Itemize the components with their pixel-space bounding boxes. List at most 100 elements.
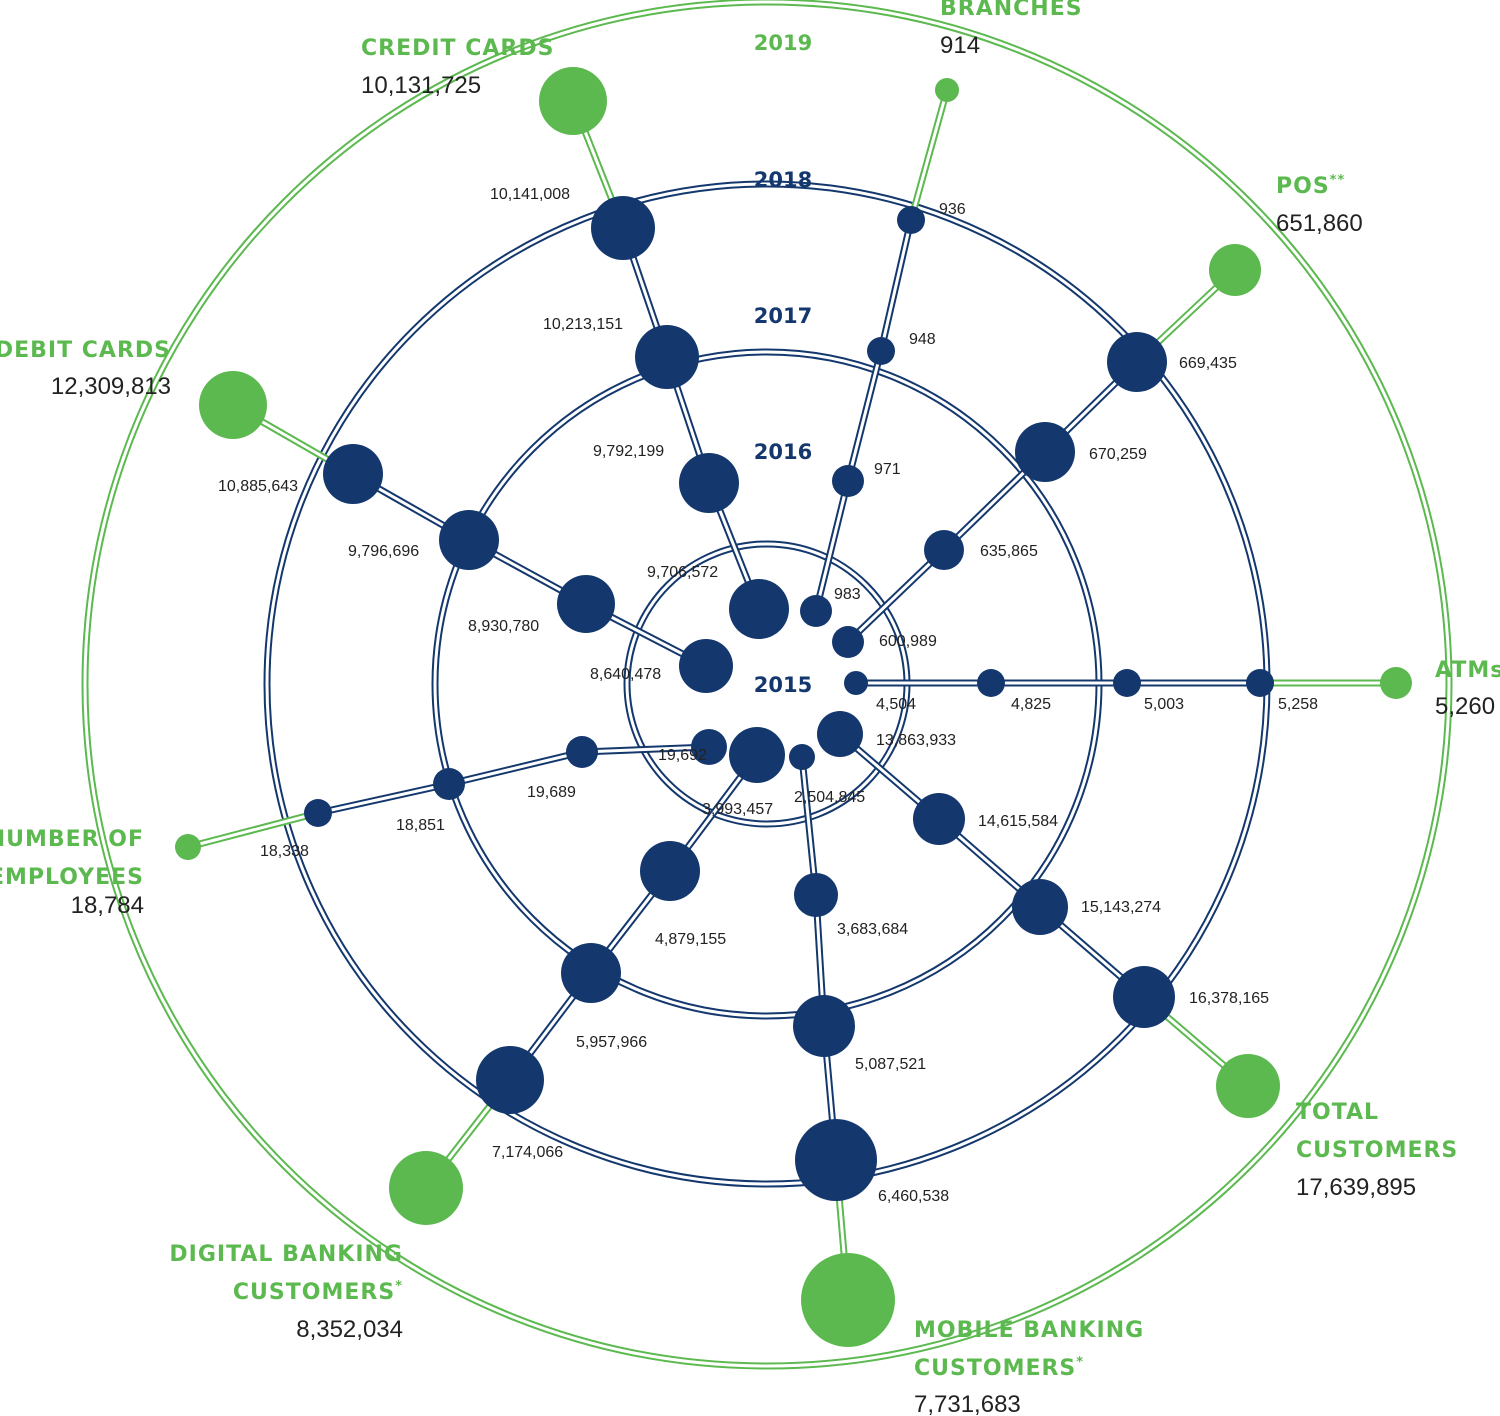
marker-atms-2015 (844, 671, 868, 695)
spoke-number-of-employees-0-inner (581, 745, 710, 754)
marker-number-of-employees-2017 (433, 768, 465, 800)
spoke-number-of-employees-2-inner (317, 782, 450, 815)
value-label-debit-cards-2016: 8,930,780 (468, 618, 539, 635)
marker-credit-cards-2016 (679, 453, 739, 513)
footnote-mark: ** (1330, 173, 1346, 188)
category-value-pos: 651,860 (1276, 210, 1363, 237)
value-label-atms-2018: 5,258 (1278, 696, 1318, 713)
value-label-atms-2016: 4,825 (1011, 696, 1051, 713)
value-label-mobile-banking-customers-2016: 3,683,684 (837, 921, 908, 938)
value-label-credit-cards-2018: 10,141,008 (490, 186, 570, 203)
marker-number-of-employees-2019 (175, 834, 201, 860)
year-label-2017: 2017 (754, 304, 812, 328)
category-title-pos: POS** (1276, 173, 1345, 199)
value-label-branches-2018: 936 (939, 201, 966, 218)
spoke-branches-2-inner (879, 219, 913, 352)
marker-pos-2015 (832, 626, 864, 658)
category-title-atms: ATMs (1435, 658, 1500, 683)
marker-total-customers-2017 (1012, 879, 1068, 935)
marker-total-customers-2015 (817, 711, 863, 757)
value-label-credit-cards-2015: 9,706,572 (647, 564, 718, 581)
category-value-total-customers: 17,639,895 (1296, 1174, 1416, 1201)
marker-branches-2017 (867, 337, 895, 365)
category-value-digital-banking-customers: 8,352,034 (296, 1316, 403, 1343)
year-label-2019: 2019 (754, 31, 812, 55)
category-title-line: POS (1276, 174, 1330, 199)
category-title-line: ATMs (1435, 658, 1500, 683)
category-title-total-customers: TOTAL CUSTOMERS (1296, 1100, 1458, 1163)
marker-mobile-banking-customers-2019 (801, 1253, 895, 1347)
marker-total-customers-2018 (1113, 966, 1175, 1028)
category-title-line: CREDIT CARDS (361, 36, 554, 61)
marker-debit-cards-2017 (439, 510, 499, 570)
category-title-line: TOTAL (1296, 1100, 1379, 1125)
category-value-credit-cards: 10,131,725 (361, 72, 481, 99)
value-label-atms-2015: 4,504 (876, 696, 916, 713)
value-label-pos-2018: 669,435 (1179, 355, 1237, 372)
year-label-2015: 2015 (754, 673, 812, 697)
category-title-number-of-employees: NUMBER OF EMPLOYEES (0, 827, 144, 890)
category-title-line: EMPLOYEES (0, 865, 144, 890)
year-label-2018: 2018 (754, 168, 812, 192)
value-label-number-of-employees-2018: 18,338 (260, 843, 309, 860)
category-title-line: DIGITAL BANKING (169, 1242, 403, 1267)
marker-total-customers-2016 (913, 793, 965, 845)
value-label-debit-cards-2018: 10,885,643 (218, 478, 298, 495)
value-label-branches-2017: 948 (909, 331, 936, 348)
category-title-line: NUMBER OF (0, 827, 144, 852)
category-title-branches: BRANCHES (940, 0, 1083, 21)
spoke-number-of-employees-3-inner (187, 811, 319, 849)
category-title-line: MOBILE BANKING (914, 1318, 1144, 1343)
marker-atms-2017 (1113, 669, 1141, 697)
marker-debit-cards-2015 (679, 639, 733, 693)
marker-credit-cards-2015 (729, 579, 789, 639)
category-title-line: CUSTOMERS (233, 1280, 395, 1305)
spoke-branches-0-inner (814, 480, 850, 612)
marker-pos-2017 (1015, 422, 1075, 482)
value-label-total-customers-2017: 15,143,274 (1081, 899, 1161, 916)
value-label-total-customers-2018: 16,378,165 (1189, 990, 1269, 1007)
marker-debit-cards-2019 (199, 371, 267, 439)
marker-credit-cards-2018 (591, 196, 655, 260)
marker-mobile-banking-customers-2018 (795, 1119, 877, 1201)
value-label-number-of-employees-2015: 19,692 (658, 747, 707, 764)
footnote-mark: * (1076, 1355, 1084, 1370)
category-title-line: DEBIT CARDS (0, 338, 171, 363)
value-label-total-customers-2016: 14,615,584 (978, 813, 1058, 830)
value-label-credit-cards-2016: 9,792,199 (593, 443, 664, 460)
category-title-credit-cards: CREDIT CARDS (361, 36, 554, 61)
year-label-2016: 2016 (754, 440, 812, 464)
marker-number-of-employees-2018 (304, 799, 332, 827)
marker-atms-2018 (1246, 669, 1274, 697)
marker-total-customers-2019 (1216, 1054, 1280, 1118)
category-title-line: CUSTOMERS (1296, 1138, 1458, 1163)
value-label-digital-banking-customers-2015: 3,993,457 (702, 801, 773, 818)
category-value-branches: 914 (940, 32, 980, 59)
value-label-digital-banking-customers-2016: 4,879,155 (655, 931, 726, 948)
spoke-branches-1-inner (846, 350, 883, 482)
spoke-mobile-banking-customers-0-inner (800, 756, 818, 896)
marker-branches-2016 (832, 465, 864, 497)
marker-atms-2016 (977, 669, 1005, 697)
marker-digital-banking-customers-2015 (729, 727, 785, 783)
value-label-mobile-banking-customers-2018: 6,460,538 (878, 1188, 949, 1205)
category-value-number-of-employees: 18,784 (71, 892, 144, 919)
marker-mobile-banking-customers-2015 (789, 744, 815, 770)
marker-number-of-employees-2015 (691, 729, 727, 765)
marker-atms-2019 (1380, 667, 1412, 699)
marker-digital-banking-customers-2018 (476, 1046, 544, 1114)
value-label-mobile-banking-customers-2015: 2,504,845 (794, 789, 865, 806)
value-label-pos-2015: 600,989 (879, 633, 937, 650)
marker-branches-2019 (935, 78, 959, 102)
spoke-branches-3-inner (909, 89, 949, 221)
marker-pos-2018 (1107, 332, 1167, 392)
value-label-atms-2017: 5,003 (1144, 696, 1184, 713)
value-label-debit-cards-2015: 8,640,478 (590, 666, 661, 683)
marker-branches-2015 (800, 595, 832, 627)
value-label-digital-banking-customers-2017: 5,957,966 (576, 1034, 647, 1051)
value-label-branches-2015: 983 (834, 586, 861, 603)
marker-debit-cards-2016 (557, 575, 615, 633)
value-label-mobile-banking-customers-2017: 5,087,521 (855, 1056, 926, 1073)
value-label-debit-cards-2017: 9,796,696 (348, 543, 419, 560)
